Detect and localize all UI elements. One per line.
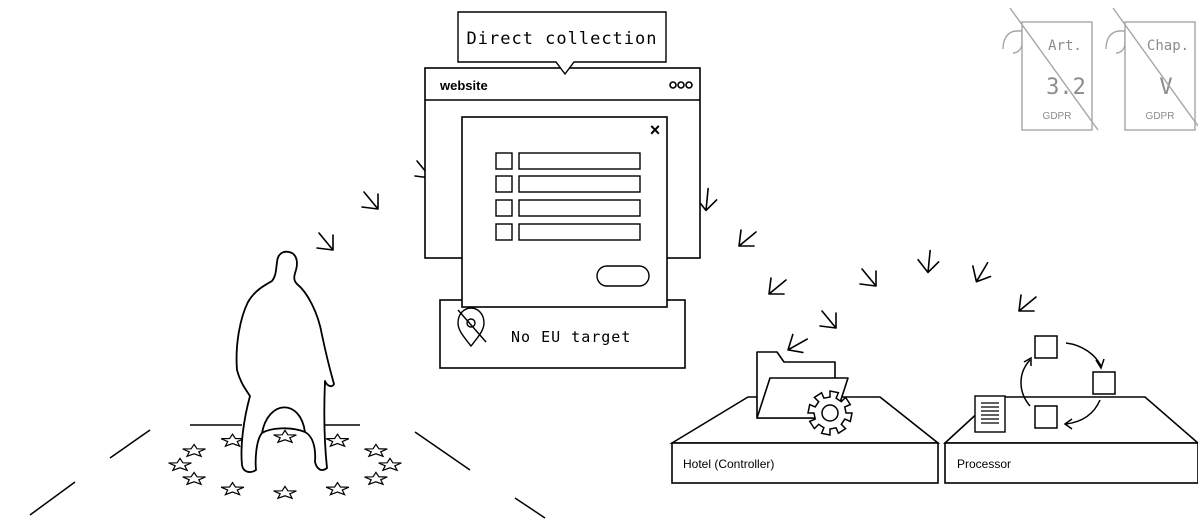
form-row[interactable] — [495, 175, 641, 193]
flow-arrow — [787, 333, 809, 354]
direct-collection-callout: Direct collection — [457, 11, 667, 76]
gdpr-tag-chap: Chap. V GDPR — [1105, 7, 1198, 131]
eu-star — [325, 481, 350, 496]
eu-star — [220, 481, 245, 496]
geo-banner: No EU target — [439, 299, 686, 369]
hotel-label: Hotel (Controller) — [683, 457, 774, 471]
submit-button[interactable] — [596, 265, 650, 287]
close-icon[interactable]: × — [650, 120, 661, 140]
form-popup: × — [461, 116, 668, 308]
form-row[interactable] — [495, 152, 641, 170]
floor-lines — [29, 424, 546, 519]
geo-banner-text: No EU target — [511, 328, 631, 346]
flow-arrow — [970, 260, 994, 283]
eu-star — [378, 457, 402, 472]
flow-arrow — [1018, 294, 1037, 312]
hotel-platform: Hotel (Controller) — [669, 351, 941, 484]
eu-star — [364, 471, 388, 486]
gdpr-tag-art: Art. 3.2 GDPR — [1002, 7, 1099, 131]
document-icon — [974, 395, 1006, 433]
flow-arrow — [819, 310, 837, 329]
flow-arrow — [361, 191, 379, 210]
eu-star — [182, 471, 206, 486]
eu-star — [273, 429, 297, 444]
eu-star — [220, 433, 245, 448]
eu-star — [168, 457, 192, 472]
strike-line — [1009, 7, 1099, 131]
flow-arrow — [859, 268, 877, 287]
flow-arrow — [316, 232, 334, 251]
flow-arrow — [738, 229, 757, 247]
location-off-icon — [457, 307, 487, 348]
eu-star — [182, 443, 206, 458]
form-row[interactable] — [495, 223, 641, 241]
flow-arrow — [768, 277, 787, 295]
eu-star — [364, 443, 388, 458]
gdpr-tag-chap-top: Chap. — [1147, 38, 1189, 54]
eu-star — [325, 433, 350, 448]
gdpr-tag-chap-middle: V — [1159, 75, 1172, 100]
person-silhouette-icon — [235, 250, 335, 473]
website-title: website — [439, 78, 488, 93]
eu-stars-icon — [168, 429, 402, 500]
flow-arrow — [915, 248, 941, 274]
processor-platform: Processor — [942, 335, 1198, 484]
gdpr-tag-art-middle: 3.2 — [1046, 75, 1086, 100]
gdpr-tag-art-bottom: GDPR — [1043, 111, 1072, 122]
menu-dots-icon[interactable] — [669, 81, 693, 89]
form-row[interactable] — [495, 199, 641, 217]
gdpr-tag-art-top: Art. — [1048, 38, 1082, 54]
strike-line — [1112, 7, 1198, 127]
gdpr-tag-chap-bottom: GDPR — [1146, 111, 1175, 122]
cycle-arrows-icon — [1020, 335, 1116, 430]
eu-star — [273, 485, 297, 500]
callout-text: Direct collection — [467, 29, 658, 49]
gear-icon — [807, 390, 853, 436]
processor-label: Processor — [957, 457, 1011, 471]
